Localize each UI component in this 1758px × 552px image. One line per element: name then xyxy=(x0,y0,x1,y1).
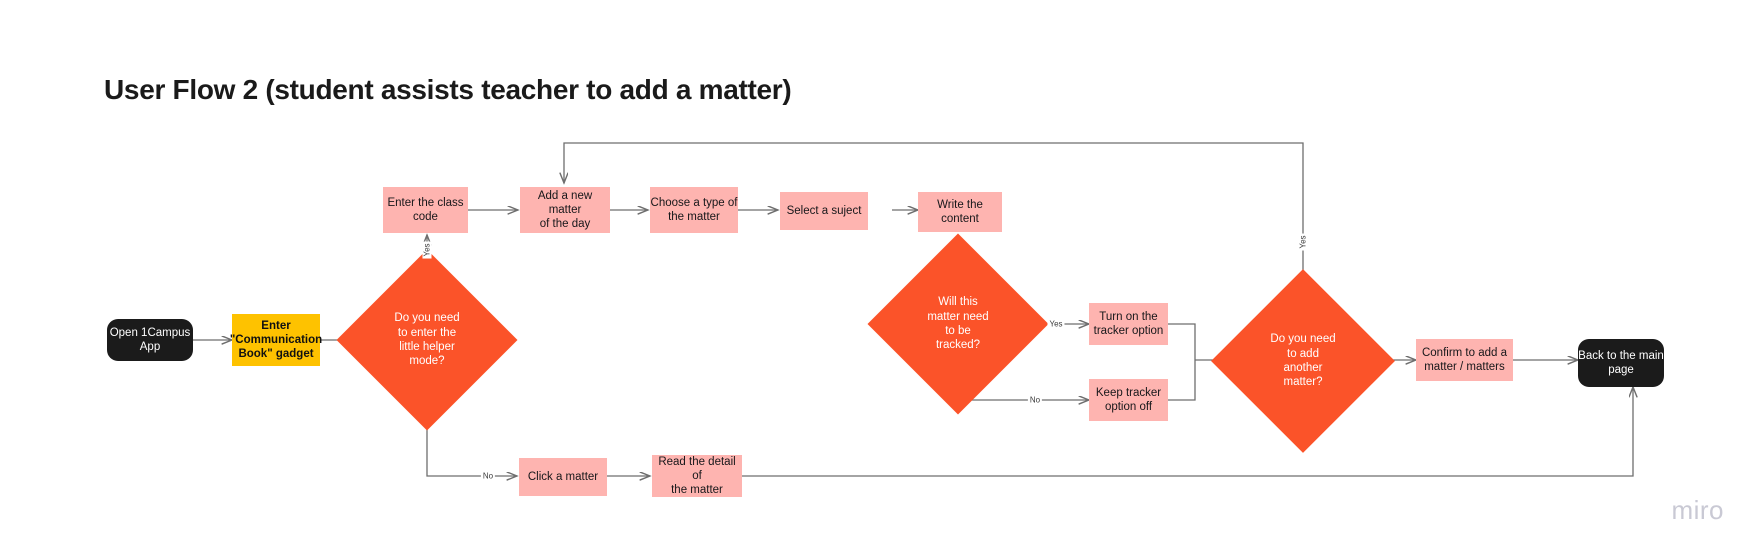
node-keep-tracker-option-off[interactable]: Keep tracker option off xyxy=(1089,379,1168,421)
node-decision-matter-tracked[interactable]: Will this matter need to be tracked? xyxy=(867,233,1049,415)
node-turn-on-tracker-option[interactable]: Turn on the tracker option xyxy=(1089,303,1168,345)
miro-watermark: miro xyxy=(1671,495,1724,525)
node-label: Will this matter need to be tracked? xyxy=(927,296,989,352)
node-decision-add-another-matter[interactable]: Do you need to add another matter? xyxy=(1211,269,1395,453)
edge-label-helper-no: No xyxy=(480,471,496,481)
node-label: Back to the main page xyxy=(1578,349,1664,376)
node-add-new-matter[interactable]: Add a new matter of the day xyxy=(520,187,610,233)
node-enter-class-code[interactable]: Enter the class code xyxy=(383,187,468,233)
node-choose-type-of-matter[interactable]: Choose a type of the matter xyxy=(650,187,738,233)
node-confirm-add-matter[interactable]: Confirm to add a matter / matters xyxy=(1416,339,1513,381)
node-label: Enter "Communication Book" gadget xyxy=(229,319,323,360)
edge-trackeroff-join xyxy=(1168,360,1196,401)
node-label: Do you need to add another matter? xyxy=(1270,333,1336,389)
node-label: Select a suject xyxy=(786,204,862,217)
node-read-detail-of-matter[interactable]: Read the detail of the matter xyxy=(652,455,742,497)
edge-label-tracked-no: No xyxy=(1027,395,1043,405)
node-label: Open 1Campus App xyxy=(109,326,191,353)
node-label: Turn on the tracker option xyxy=(1093,310,1164,337)
page-title: User Flow 2 (student assists teacher to … xyxy=(104,74,792,105)
edge-label-tracked-yes: Yes xyxy=(1047,319,1065,329)
node-write-content[interactable]: Write the content xyxy=(918,192,1002,232)
node-open-1campus-app[interactable]: Open 1Campus App xyxy=(107,319,193,361)
edge-read-to-back xyxy=(742,387,1633,477)
node-enter-communication-book-gadget[interactable]: Enter "Communication Book" gadget xyxy=(229,314,323,366)
node-label: Read the detail of the matter xyxy=(658,455,736,497)
node-select-subject[interactable]: Select a suject xyxy=(780,192,868,230)
edge-label-another-yes: Yes xyxy=(1298,233,1308,251)
edge-trackeron-join xyxy=(1168,323,1196,360)
node-label: Choose a type of the matter xyxy=(650,196,738,223)
edge-label-helper-yes: Yes xyxy=(422,241,432,259)
node-click-a-matter[interactable]: Click a matter xyxy=(519,458,607,496)
node-label: Keep tracker option off xyxy=(1095,386,1162,413)
node-label: Click a matter xyxy=(527,470,599,483)
node-back-to-main-page[interactable]: Back to the main page xyxy=(1578,339,1664,387)
node-decision-helper-mode[interactable]: Do you need to enter the little helper m… xyxy=(336,249,518,431)
node-label: Write the content xyxy=(937,198,983,225)
node-label: Do you need to enter the little helper m… xyxy=(394,312,460,368)
node-label: Add a new matter of the day xyxy=(537,189,593,230)
node-label: Confirm to add a matter / matters xyxy=(1421,346,1507,373)
node-label: Enter the class code xyxy=(387,196,464,223)
